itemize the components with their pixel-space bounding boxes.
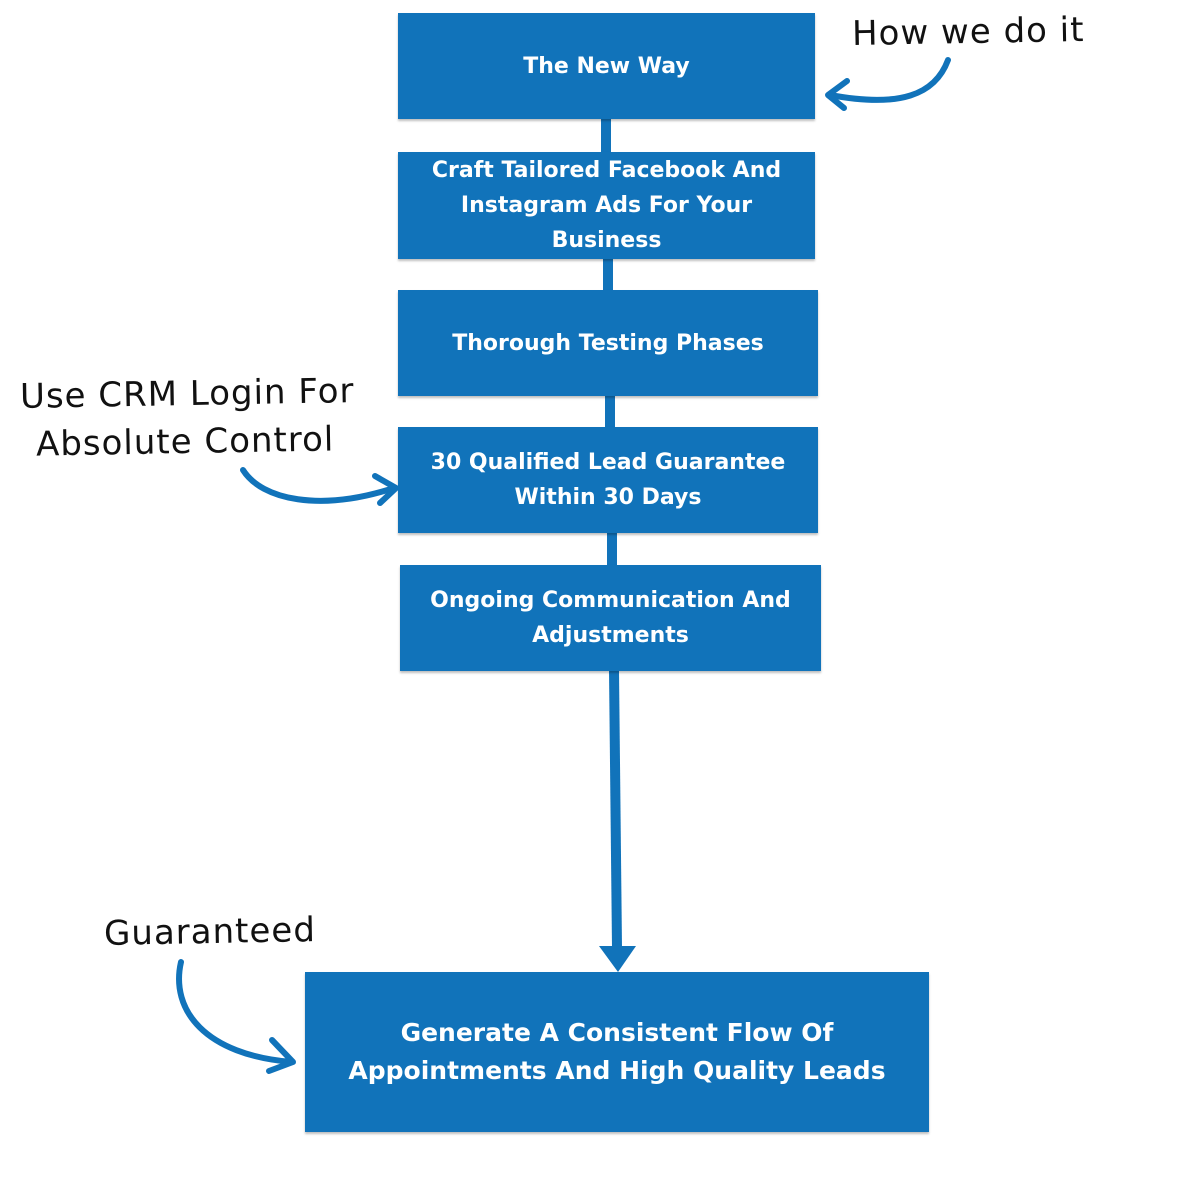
step-label-new-way: The New Way	[523, 53, 690, 79]
step-box-testing: Thorough Testing Phases	[398, 290, 818, 396]
step-box-lead-guarantee: 30 Qualified Lead Guarantee Within 30 Da…	[398, 427, 818, 533]
connector-arrowhead	[599, 946, 636, 972]
step-label-communication: Ongoing Communication And Adjustments	[430, 588, 791, 648]
step-label-craft-ads: Craft Tailored Facebook And Instagram Ad…	[431, 158, 782, 253]
annotation-crm-line2: Absolute Control	[35, 419, 335, 465]
annotation-crm-line1: Use CRM Login For	[19, 371, 355, 417]
step-box-craft-ads: Craft Tailored Facebook And Instagram Ad…	[398, 152, 815, 259]
outcome-label: Generate A Consistent Flow Of Appointmen…	[348, 1018, 886, 1085]
step-box-communication: Ongoing Communication And Adjustments	[400, 565, 821, 671]
step-label-lead-guarantee: 30 Qualified Lead Guarantee Within 30 Da…	[430, 450, 786, 510]
step-label-testing: Thorough Testing Phases	[452, 330, 764, 356]
annotation-guaranteed: Guaranteed	[103, 910, 317, 954]
annotation-how-we-do-it: How we do it	[851, 9, 1085, 55]
connector-5-outcome	[609, 669, 622, 949]
outcome-box: Generate A Consistent Flow Of Appointmen…	[305, 972, 929, 1132]
step-box-new-way: The New Way	[398, 13, 815, 119]
